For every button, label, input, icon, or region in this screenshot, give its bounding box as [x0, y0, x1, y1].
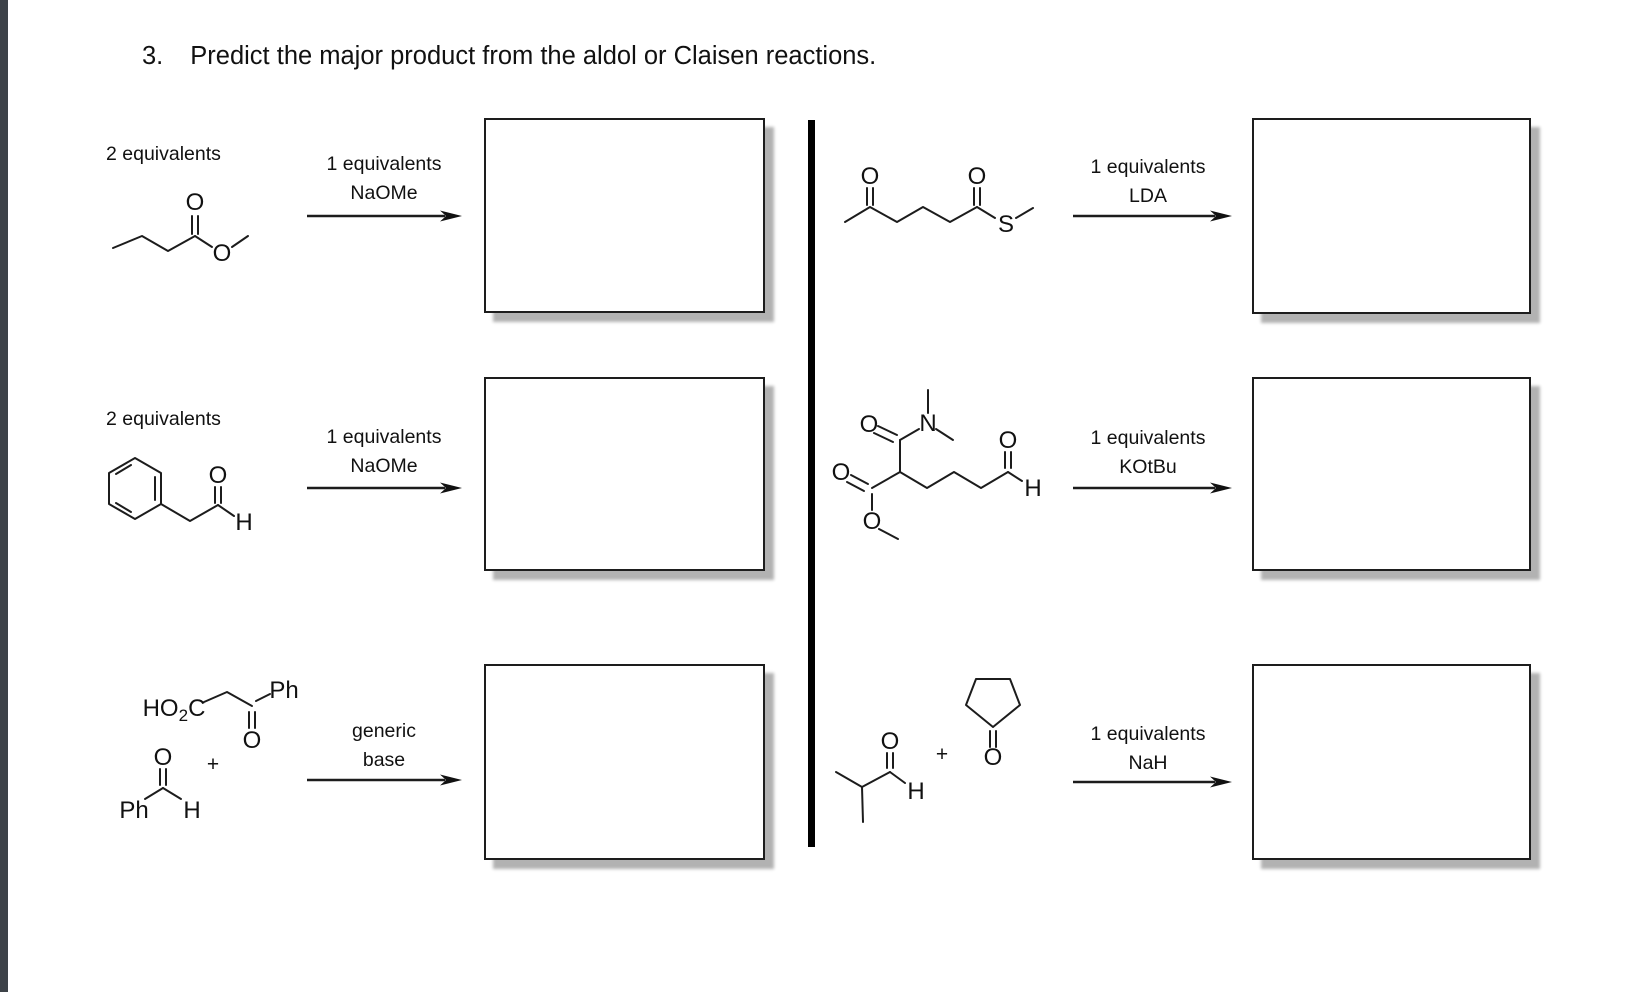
reagent-line1: 1 equivalents: [1090, 723, 1206, 745]
reagent-line2: KOtBu: [1119, 456, 1177, 478]
structure-phenylacetaldehyde: O H: [108, 457, 253, 536]
bond-lines: [144, 691, 271, 800]
atom-label-aldehyde-hydrogen: H: [183, 797, 200, 824]
reagent-line2: NaOMe: [350, 182, 418, 204]
atom-label-aldehyde-oxygen: O: [999, 427, 1018, 454]
formula-label-carboxylic-acid: HO2C: [143, 695, 206, 725]
plus-sign: +: [936, 743, 948, 766]
structure-methyl-butanoate: O O: [112, 189, 249, 267]
plus-sign: +: [207, 753, 219, 776]
reagent-label-r2: 1 equivalents KOtBu: [1063, 424, 1233, 482]
equivalents-label-l2: 2 equivalents: [106, 408, 221, 430]
atom-label-sulfur: S: [998, 211, 1014, 238]
reagent-line2: NaOMe: [350, 455, 418, 477]
answer-box-l2[interactable]: [484, 377, 765, 571]
answer-box-r3[interactable]: [1252, 664, 1531, 860]
bond-lines: [846, 389, 1023, 540]
atom-label-aldehyde-hydrogen: H: [235, 509, 252, 536]
answer-box-r2[interactable]: [1252, 377, 1531, 571]
reagent-line2: NaH: [1128, 752, 1168, 774]
group-label-phenyl-a: Ph: [269, 677, 298, 704]
reagent-line2: LDA: [1129, 185, 1167, 207]
atom-label-nitrogen: N: [919, 410, 936, 437]
structure-keto-thioester: O O S: [844, 163, 1034, 238]
group-label-phenyl-b: Ph: [119, 797, 148, 824]
atom-label-ketone-oxygen: O: [243, 727, 262, 754]
reagent-label-l2: 1 equivalents NaOMe: [299, 423, 469, 481]
bond-lines: [112, 215, 249, 252]
answer-box-l3[interactable]: [484, 664, 765, 860]
equivalents-label-l1: 2 equivalents: [106, 143, 221, 165]
question-title: 3. Predict the major product from the al…: [142, 42, 876, 71]
atom-label-ketone-oxygen: O: [861, 163, 880, 190]
structure-benzoylacetic-acid-plus-benzaldehyde: HO2C Ph O O Ph H +: [119, 677, 298, 824]
atom-label-ester-carbonyl-oxygen: O: [832, 459, 851, 486]
reaction-arrow-r3: [1073, 776, 1232, 788]
reagent-label-r1: 1 equivalents LDA: [1063, 153, 1233, 211]
answer-box-l1[interactable]: [484, 118, 765, 313]
reagent-line1: generic: [352, 720, 416, 742]
atom-label-carbonyl-oxygen: O: [186, 189, 205, 216]
reagent-label-l1: 1 equivalents NaOMe: [299, 150, 469, 208]
reagent-line1: 1 equivalents: [1090, 156, 1206, 178]
window-edge-bar: [0, 0, 8, 992]
question-number: 3.: [142, 42, 164, 70]
column-divider: [808, 120, 815, 847]
reagent-line1: 1 equivalents: [326, 153, 442, 175]
bond-lines: [835, 678, 1021, 823]
atom-label-carbonyl-oxygen: O: [209, 462, 228, 489]
reaction-arrow-l3: [307, 774, 462, 786]
reaction-arrow-l2: [307, 482, 462, 494]
atom-label-aldehyde-hydrogen: H: [907, 778, 924, 805]
reagent-label-r3: 1 equivalents NaH: [1063, 720, 1233, 778]
atom-label-aldehyde-oxygen: O: [881, 728, 900, 755]
structure-isobutyraldehyde-plus-cyclopentanone: O H O +: [835, 678, 1021, 823]
question-text: Predict the major product from the aldol…: [190, 42, 877, 70]
atom-label-amide-oxygen: O: [860, 411, 879, 438]
answer-box-r1[interactable]: [1252, 118, 1531, 314]
atom-label-thioester-oxygen: O: [968, 163, 987, 190]
reaction-arrow-r1: [1073, 210, 1232, 222]
atom-label-aldehyde-oxygen: O: [154, 744, 173, 771]
atom-label-aldehyde-hydrogen: H: [1024, 475, 1041, 502]
structure-amide-ester-aldehyde: O N O O O H: [832, 389, 1042, 540]
atom-label-ester-oxygen: O: [863, 508, 882, 535]
bond-lines: [108, 457, 235, 522]
reagent-line2: base: [362, 749, 406, 771]
atom-label-ester-oxygen: O: [213, 240, 232, 267]
reaction-arrow-l1: [307, 210, 462, 222]
reaction-arrow-r2: [1073, 482, 1232, 494]
reagent-label-l3: generic base: [299, 717, 469, 775]
reagent-line1: 1 equivalents: [1090, 427, 1206, 449]
bond-lines: [844, 187, 1034, 223]
reagent-line1: 1 equivalents: [326, 426, 442, 448]
atom-label-ketone-oxygen: O: [984, 744, 1003, 771]
